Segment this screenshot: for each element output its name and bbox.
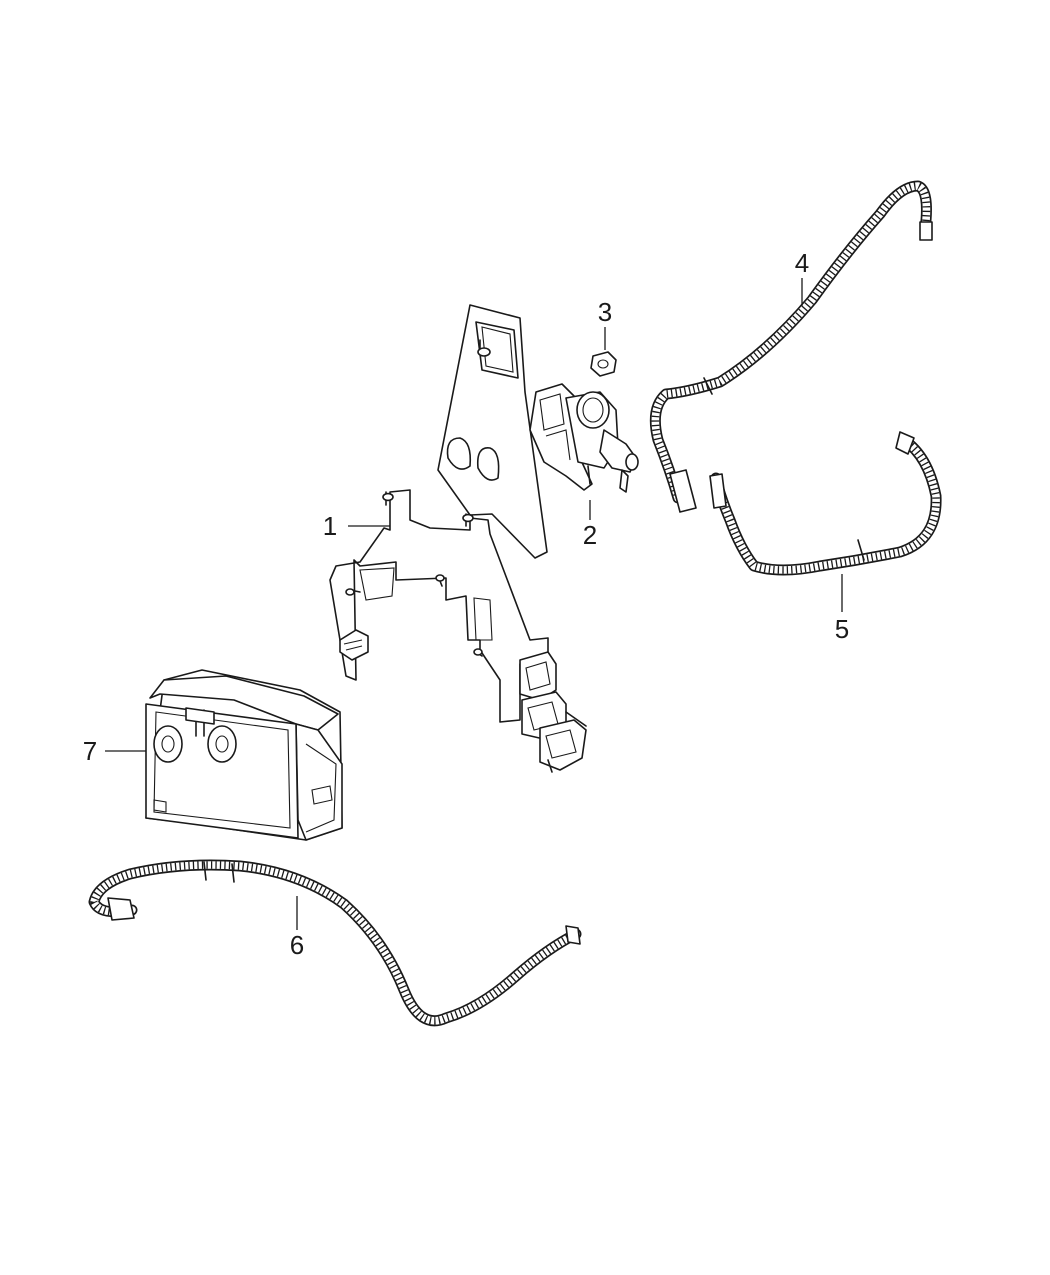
callout-labels: 1 2 3 4 5 6 7 (83, 248, 849, 960)
callout-7: 7 (83, 736, 97, 766)
callout-1: 1 (323, 511, 337, 541)
leader-lines (105, 278, 843, 930)
callout-6: 6 (290, 930, 304, 960)
callout-4: 4 (795, 248, 809, 278)
callout-2: 2 (583, 520, 597, 550)
part-2-solenoid-valve (529, 383, 639, 493)
part-1-bracket (329, 304, 587, 773)
part-5-hose (709, 431, 942, 576)
callout-3: 3 (598, 297, 612, 327)
part-6-hose (88, 859, 582, 1027)
part-3-nut (590, 351, 617, 377)
callout-5: 5 (835, 614, 849, 644)
part-4-hose (649, 180, 933, 513)
part-7-canister (145, 669, 343, 841)
